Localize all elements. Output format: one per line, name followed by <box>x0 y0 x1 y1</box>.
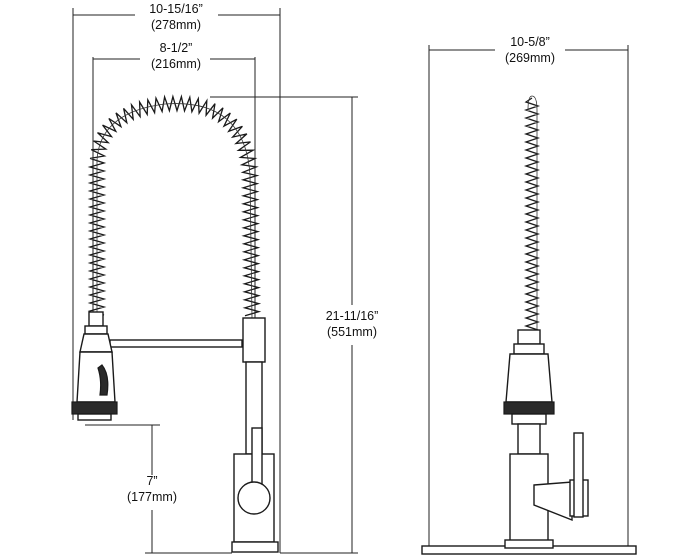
side-view-faucet <box>421 95 637 555</box>
spray-clearance-imperial: 7” <box>146 474 157 488</box>
side-width-imperial: 10-5/8” <box>510 35 550 49</box>
front-spring-coil <box>87 94 262 317</box>
side-spring-coil <box>523 97 541 331</box>
spout-arm <box>109 339 243 348</box>
overall-height-imperial: 21-11/16” <box>326 309 379 323</box>
overall-width-metric: (278mm) <box>151 18 201 32</box>
spout-reach-imperial: 8-1/2” <box>160 41 193 55</box>
front-view-dimensions: 10-15/16” (278mm) 8-1/2” (216mm) 21-11/1… <box>72 2 379 554</box>
front-coil-spine <box>96 103 253 330</box>
spray-head <box>71 311 118 421</box>
faucet-body <box>231 317 279 553</box>
overall-width-imperial: 10-15/16” <box>149 2 203 16</box>
overall-height-metric: (551mm) <box>327 325 377 339</box>
spray-clearance-metric: (177mm) <box>127 490 177 504</box>
spout-reach-metric: (216mm) <box>151 57 201 71</box>
side-width-metric: (269mm) <box>505 51 555 65</box>
side-view-dimensions: 10-5/8” (269mm) <box>428 35 629 553</box>
front-view-faucet <box>71 94 279 553</box>
